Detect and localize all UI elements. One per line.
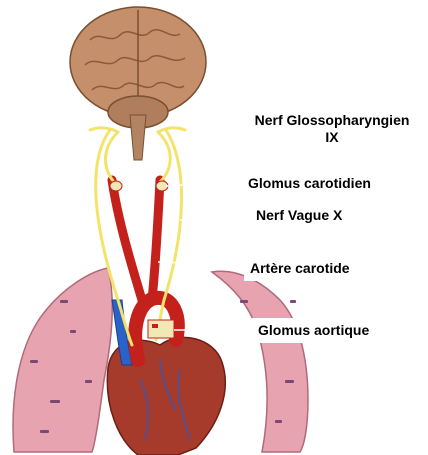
glomus-aortique [148,320,174,338]
label-glossopharyngien-line2: IX [242,129,422,146]
glomus-carotidien-left [110,181,122,191]
glomus-aortique-bodies [148,320,174,338]
label-glomus-aortique: Glomus aortique [252,318,414,343]
label-glossopharyngien-line1: Nerf Glossopharyngien [242,112,422,129]
label-nerf-glossopharyngien: Nerf Glossopharyngien IX [242,110,422,148]
label-nerf-vague: Nerf Vague X [250,203,382,228]
label-artere-carotide: Artère carotide [244,256,378,281]
glomus-aortique-dots [152,324,158,328]
label-glomus-carotidien: Glomus carotidien [244,171,428,196]
